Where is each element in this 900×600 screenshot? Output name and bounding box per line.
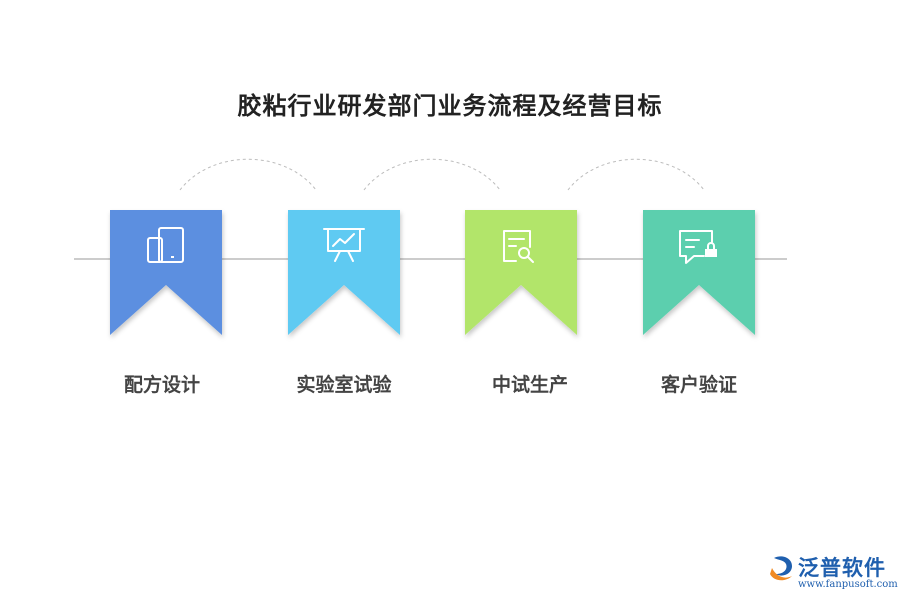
brand-logo: 泛普软件 www.fanpusoft.com <box>768 552 898 600</box>
document-search-icon <box>503 230 534 263</box>
ribbon-step-1 <box>110 210 222 335</box>
step-label-2: 实验室试验 <box>296 374 392 396</box>
ribbon-step-2 <box>288 210 400 335</box>
step-label-3: 中试生产 <box>491 374 568 396</box>
ribbon-step-3 <box>465 210 577 335</box>
connector-arc <box>179 158 317 191</box>
connector-arc <box>567 158 705 191</box>
devices-icon <box>147 227 184 263</box>
step-label-4: 客户验证 <box>660 374 737 396</box>
logo-name: 泛普软件 <box>798 556 886 580</box>
ribbon-step-4 <box>643 210 755 335</box>
logo-url: www.fanpusoft.com <box>798 579 898 590</box>
step-label-1: 配方设计 <box>123 374 200 396</box>
logo-mark-icon <box>770 556 792 581</box>
page-title: 胶粘行业研发部门业务流程及经营目标 <box>237 92 663 120</box>
presentation-chart-icon <box>323 228 365 262</box>
chat-lock-icon <box>679 230 717 264</box>
connector-arc <box>363 158 501 191</box>
